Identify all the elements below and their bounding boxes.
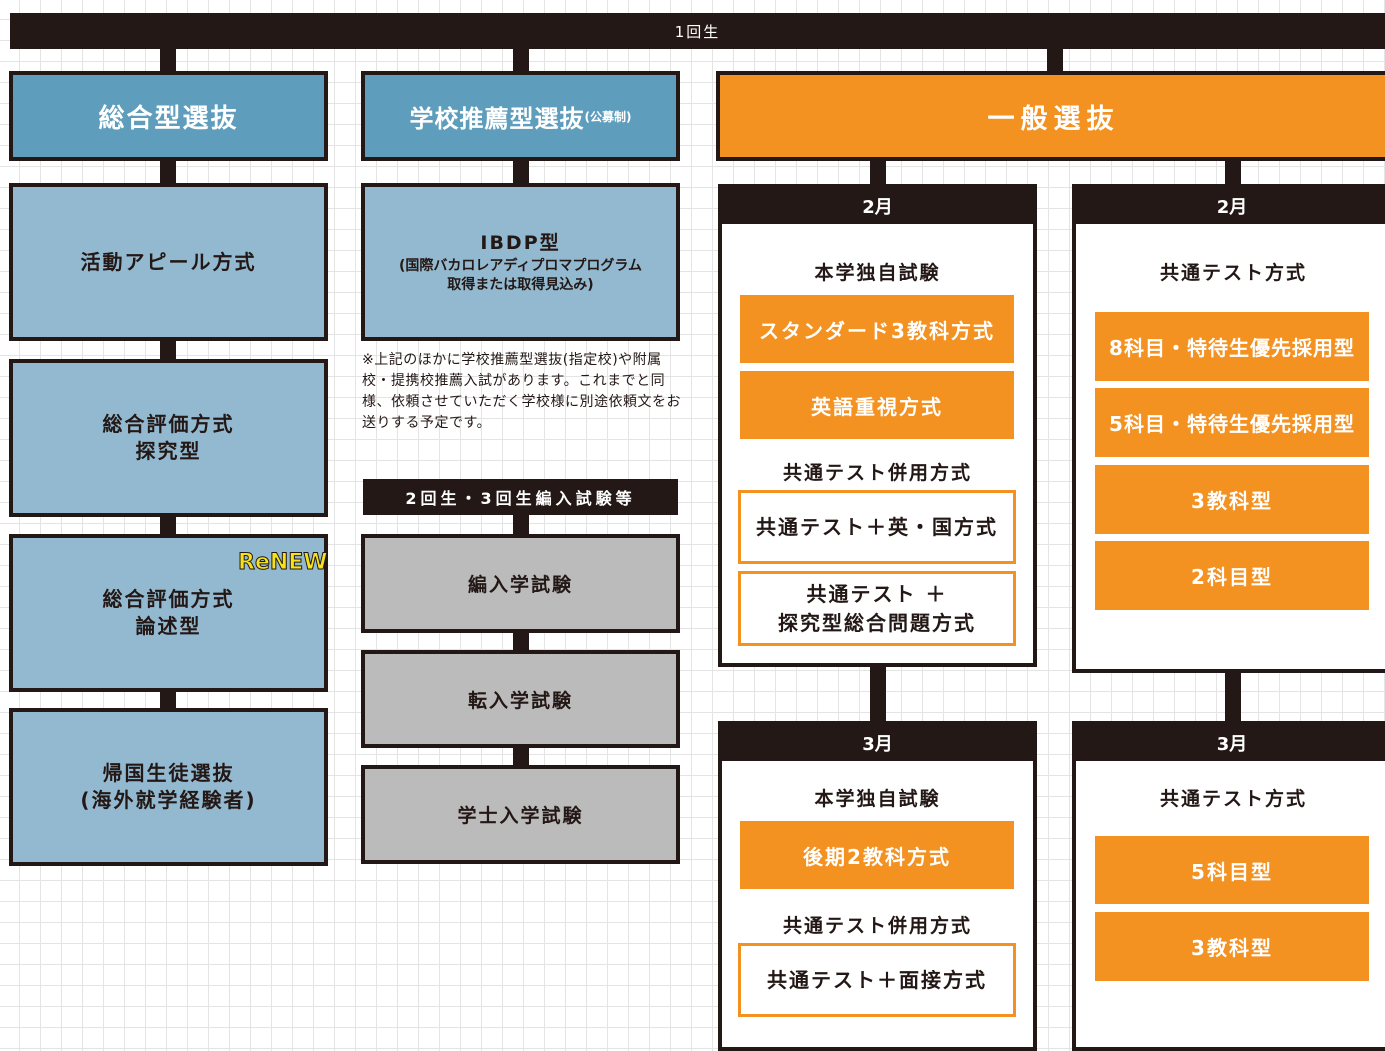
transfer-admission-box: 転入学試験	[361, 650, 680, 748]
month-label: 2月	[722, 188, 1033, 224]
option-label: 3教科型	[1191, 936, 1273, 960]
header-label: 総合型選抜	[98, 103, 239, 134]
option-label: 共通テスト＋英・国方式	[756, 514, 998, 539]
month-text: 3月	[862, 734, 893, 755]
common-test-eng-jpn-option: 共通テスト＋英・国方式	[738, 490, 1016, 564]
note-text: ※上記のほかに学校推薦型選抜(指定校)や附属校・提携校推薦入試があります。これま…	[362, 352, 681, 431]
ibdp-box: IBDP型 (国際バカロレアディプロマプログラム 取得または取得見込み)	[361, 183, 680, 341]
2-subject-option: 2科目型	[1095, 541, 1369, 610]
section-title: 本学独自試験	[722, 258, 1033, 285]
section-text: 共通テスト併用方式	[782, 915, 972, 937]
section-title: 共通テスト併用方式	[722, 458, 1033, 485]
item-label: 編入学試験	[467, 574, 573, 596]
common-test-inquiry-option: 共通テスト ＋ 探究型総合問題方式	[738, 571, 1016, 646]
option-label: スタンダード3教科方式	[759, 318, 995, 343]
connector	[513, 159, 529, 185]
transfer-exam-header: 2回生・3回生編入試験等	[363, 479, 678, 515]
item-label: 総合評価方式 探究型	[102, 412, 235, 463]
connector	[160, 690, 176, 710]
item-label: 活動アピール方式	[80, 249, 257, 274]
connector	[160, 339, 176, 361]
month-label: 2月	[1076, 188, 1385, 224]
bachelor-admission-box: 学士入学試験	[361, 765, 680, 864]
section-title: 共通テスト方式	[1076, 784, 1385, 811]
header-suffix: (公募制)	[584, 109, 632, 124]
connector	[1225, 670, 1241, 722]
connector	[1047, 49, 1063, 73]
section-title: 共通テスト方式	[1076, 258, 1385, 285]
ibdp-title: IBDP型	[480, 231, 561, 254]
section-text: 共通テスト方式	[1159, 262, 1307, 284]
header-label: 一般選抜	[987, 103, 1120, 135]
3-subject-option: 3教科型	[1095, 465, 1369, 534]
connector	[1225, 159, 1241, 186]
connector	[870, 159, 886, 186]
section-text: 本学独自試験	[814, 262, 941, 284]
connector	[513, 631, 529, 652]
month-text: 2月	[1216, 197, 1248, 218]
item-label: 総合評価方式 論述型	[102, 587, 235, 638]
item-label: 転入学試験	[467, 689, 573, 712]
english-focus-option: 英語重視方式	[740, 371, 1014, 439]
option-label: 8科目・特待生優先採用型	[1109, 336, 1355, 360]
month-text: 2月	[862, 197, 893, 218]
month-label: 3月	[1076, 725, 1385, 761]
connector	[513, 746, 529, 767]
connector	[513, 49, 529, 73]
connector	[160, 159, 176, 185]
top-bar: 1回生	[10, 13, 1385, 49]
section-title: 本学独自試験	[722, 784, 1033, 811]
comprehensive-selection-header: 総合型選抜	[9, 71, 328, 161]
option-label: 共通テスト＋面接方式	[767, 967, 987, 992]
option-label: 後期2教科方式	[803, 844, 951, 869]
section-text: 共通テスト併用方式	[782, 462, 972, 484]
connector	[513, 514, 529, 536]
renew-badge-label: ReNEW	[238, 550, 329, 576]
general-selection-header: 一般選抜	[716, 71, 1385, 161]
school-recommendation-header: 学校推薦型選抜(公募制)	[361, 71, 680, 161]
activity-appeal-box: 活動アピール方式	[9, 183, 328, 341]
item-label: 帰国生徒選抜 (海外就学経験者)	[80, 761, 257, 812]
section-text: 本学独自試験	[814, 788, 941, 810]
option-label: 2科目型	[1191, 565, 1273, 589]
item-label: 学士入学試験	[457, 805, 584, 827]
recommendation-note: ※上記のほかに学校推薦型選抜(指定校)や附属校・提携校推薦入試があります。これま…	[362, 350, 684, 434]
connector	[160, 515, 176, 536]
ibdp-subtitle: (国際バカロレアディプロマプログラム 取得または取得見込み)	[399, 257, 642, 293]
section-title: 共通テスト併用方式	[722, 911, 1033, 938]
5-subject-option: 5科目型	[1095, 836, 1369, 904]
option-label: 5科目型	[1191, 859, 1273, 884]
3-subject-option: 3教科型	[1095, 912, 1369, 981]
standard-3-subject-option: スタンダード3教科方式	[740, 295, 1014, 363]
option-label: 英語重視方式	[811, 394, 943, 419]
option-label: 共通テスト ＋ 探究型総合問題方式	[778, 581, 976, 635]
5-subject-scholarship-option: 5科目・特待生優先採用型	[1095, 388, 1369, 457]
top-bar-label: 1回生	[674, 22, 721, 41]
returnee-box: 帰国生徒選抜 (海外就学経験者)	[9, 708, 328, 866]
option-label: 5科目・特待生優先採用型	[1109, 412, 1355, 436]
month-text: 3月	[1216, 734, 1248, 755]
transfer-header-label: 2回生・3回生編入試験等	[405, 489, 636, 508]
connector	[870, 664, 886, 722]
8-subject-scholarship-option: 8科目・特待生優先採用型	[1095, 312, 1369, 381]
late-2-subject-option: 後期2教科方式	[740, 821, 1014, 889]
section-text: 共通テスト方式	[1159, 788, 1307, 810]
option-label: 3教科型	[1191, 489, 1273, 513]
renew-badge: ReNEW	[238, 550, 329, 576]
month-label: 3月	[722, 725, 1033, 761]
connector	[160, 49, 176, 73]
essay-type-box: 総合評価方式 論述型	[9, 534, 328, 692]
inquiry-type-box: 総合評価方式 探究型	[9, 359, 328, 517]
common-test-interview-option: 共通テスト＋面接方式	[738, 943, 1016, 1017]
header-label: 学校推薦型選抜	[409, 104, 585, 133]
transfer-enrollment-box: 編入学試験	[361, 534, 680, 633]
